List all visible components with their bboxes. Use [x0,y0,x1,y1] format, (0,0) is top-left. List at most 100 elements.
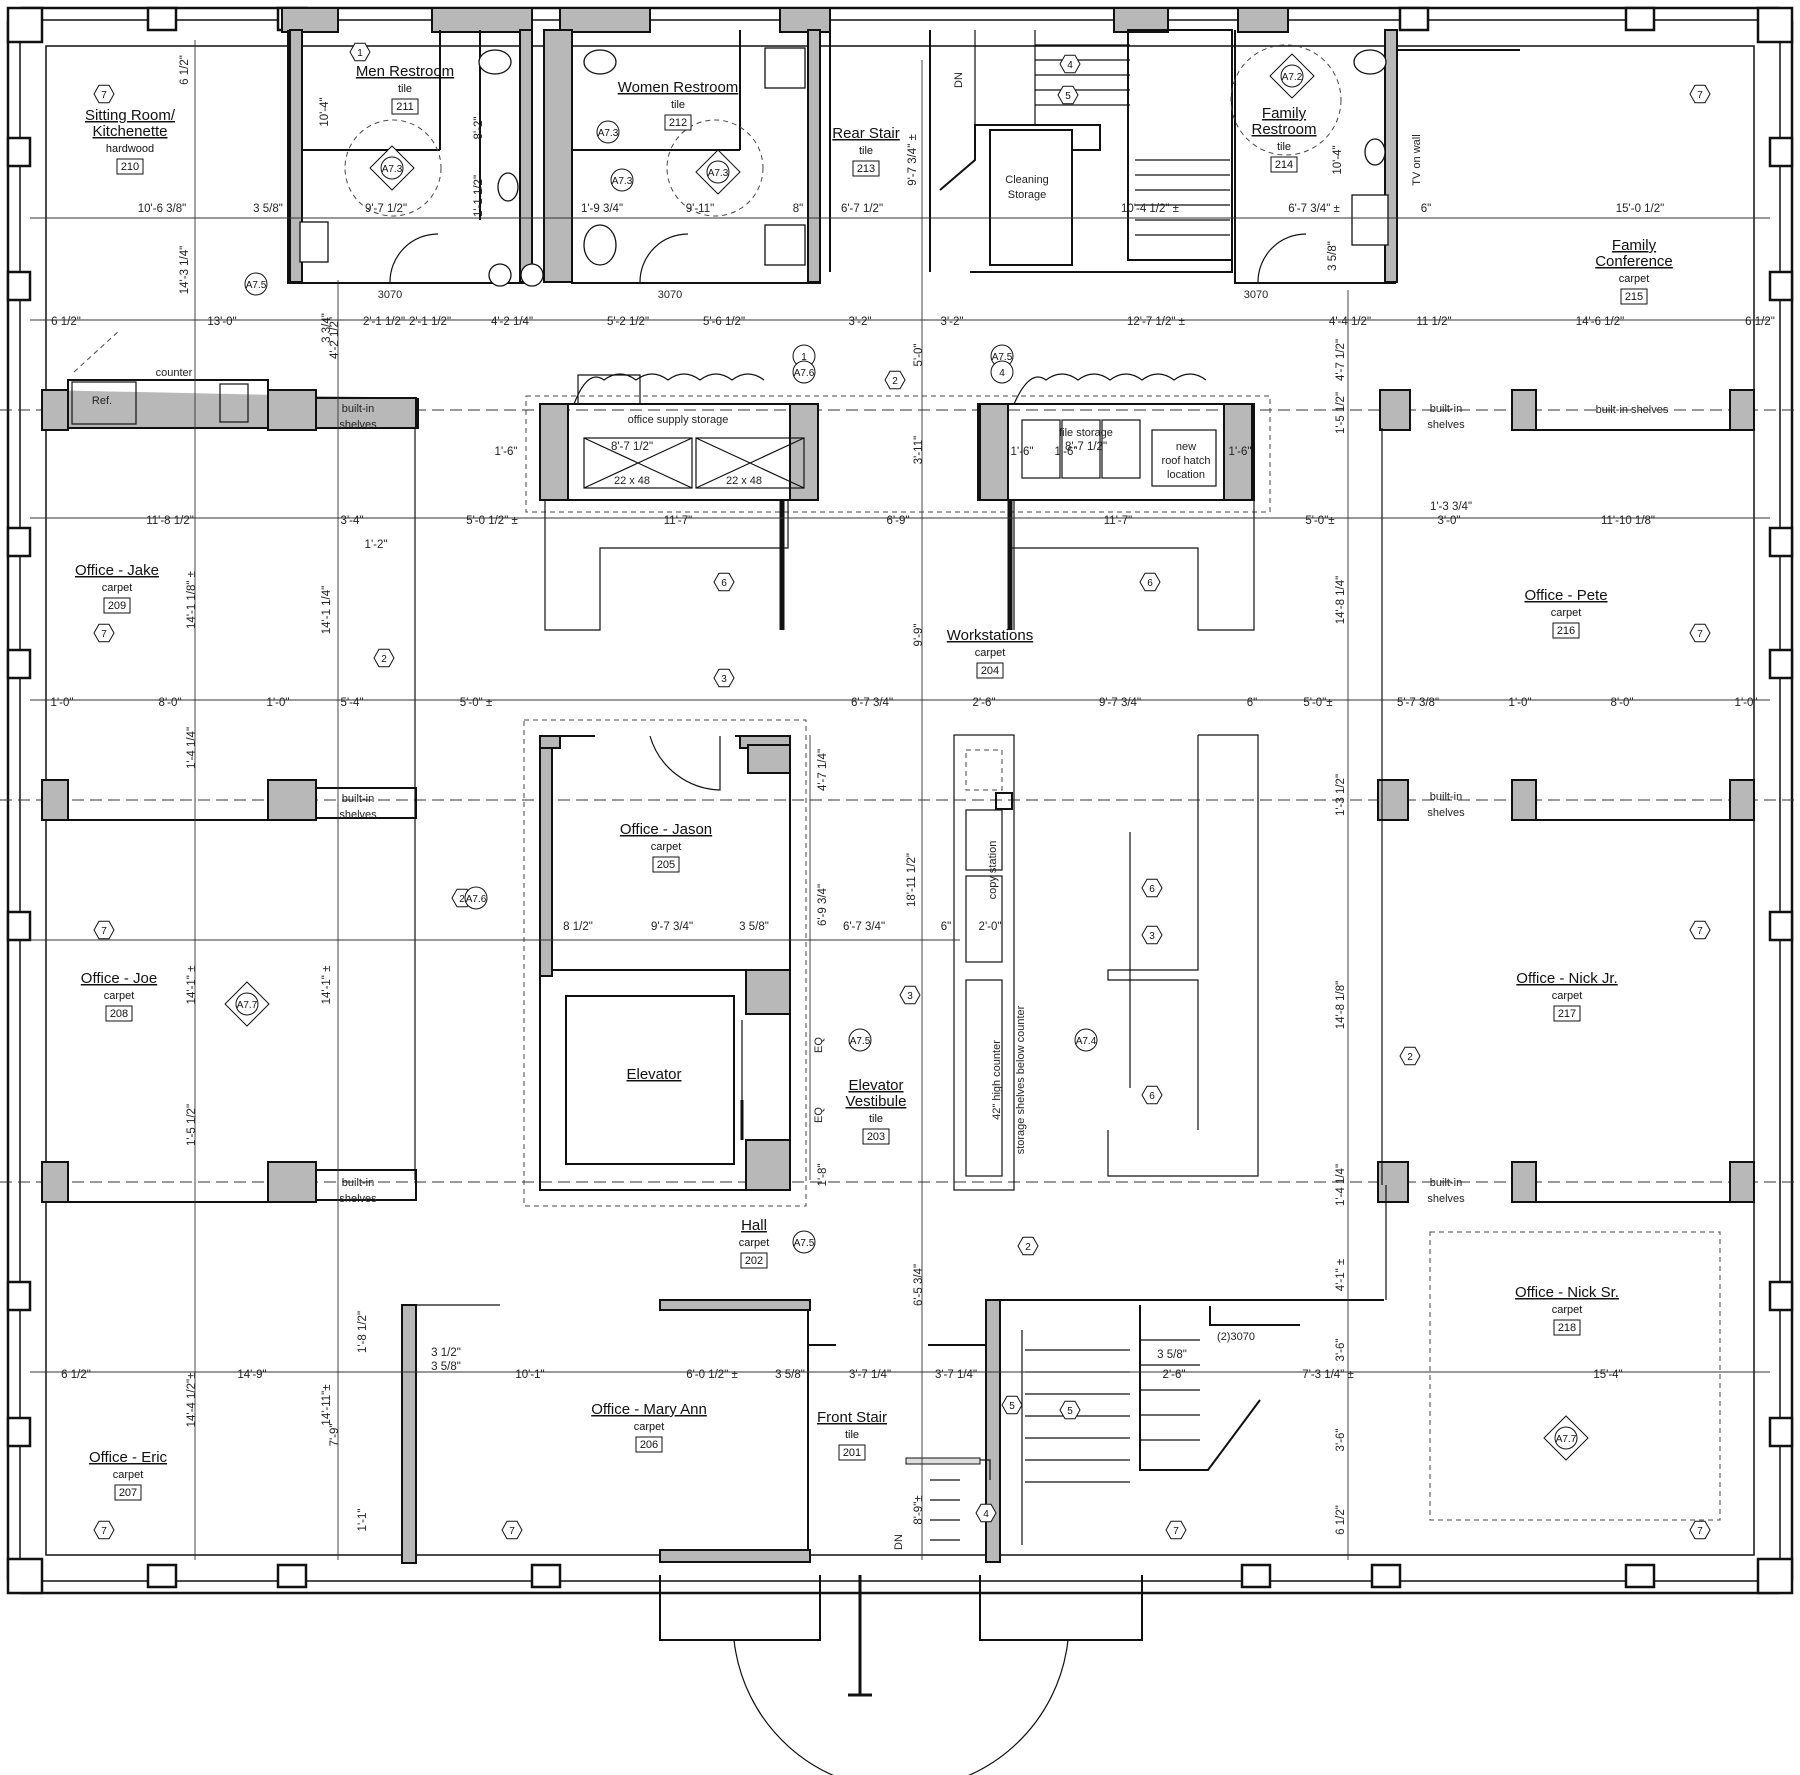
room-name: Sitting Room/ [85,107,176,124]
vdimension-v25: 1'-8" [817,1164,829,1187]
dimension-d39: 5'-0" ± [460,697,492,709]
room-name: Women Restroom [618,79,739,96]
tag-5-1-label: 5 [1067,1406,1073,1417]
dimension-d44: 5'-0"± [1303,697,1332,709]
label-shelves: shelves [1427,1193,1465,1205]
window-tag-7-8-label: 7 [1697,90,1703,101]
room-floor: carpet [1551,607,1582,619]
dimension-d59: 3'-7 1/4" [849,1369,891,1381]
front-entrance [659,1575,1143,1775]
section-a76-b-label: A7.6 [466,894,487,905]
room-name: Front Stair [817,1409,887,1426]
label-eq2: EQ [813,1107,825,1123]
section-a73: A7.3 [596,120,620,144]
vdimension-v16: 1'-4 1/4" [186,727,198,769]
dimension-d23: 11 1/2" [1416,316,1451,328]
vdimension-v8: 3 5/8" [1327,241,1339,271]
room-floor: tile [671,99,685,111]
label-location: location [1167,469,1205,481]
label-dn-bottom: DN [893,1534,905,1550]
dimension-d51: 3 5/8" [739,921,769,933]
label-tv-on-wall: TV on wall [1411,134,1423,185]
dimension-d34: 11'-10 1/8" [1601,515,1655,527]
window-tag-7-3: 7 [501,1520,523,1540]
room-number-box [1620,288,1648,305]
vdimension-v36: 1'-8 1/2" [357,1311,369,1353]
room-name-line2: Kitchenette [92,123,167,140]
dimension-d75: 6 1/2" [61,1369,91,1381]
tag-3-0: 3 [713,668,735,688]
dimension-d8: 10'-4 1/2" ± [1121,203,1179,215]
section-a75-b: A7.5 [244,272,268,296]
label-shelves: shelves [339,419,377,431]
tag-1: 1 [349,42,371,62]
room-name: Elevator [626,1066,681,1083]
window-tag-7-2-label: 7 [101,1526,107,1537]
dimension-d36: 8'-0" [159,697,182,709]
dimension-d58: 3 5/8" [775,1369,805,1381]
tag-2-4-label: 2 [459,894,465,905]
dimension-d63: 2'-6" [1163,1369,1186,1381]
vertical-dimension-text: 6 1/2"14'-3 1/4"10'-4"8'-2"1'-1 1/2"9'-7… [179,55,1347,1535]
dimension-d43: 6" [1247,697,1257,709]
tag-6-3-label: 6 [1149,1091,1155,1102]
window-tag-7-7: 7 [1689,623,1711,643]
jason-elevator-block [523,719,807,1207]
room-floor: tile [859,145,873,157]
dimension-d66: 1'-6" [1055,446,1078,458]
dimension-d56: 10'-1" [515,1369,544,1381]
room-number-box [103,597,131,614]
dimension-d27: 3'-4" [341,515,364,527]
window-tag-7-5-label: 7 [1697,1526,1703,1537]
dimension-d31: 11'-7" [1104,515,1132,527]
label-builtin: built-in [1430,791,1462,803]
dimension-d60: 3'-7 1/4" [935,1369,977,1381]
room-name: Office - Joe [81,970,157,987]
tag-3-0-label: 3 [721,674,727,685]
section-a73-b: A7.3 [610,168,634,192]
section-a73-room-212: A7.3 [695,149,741,195]
dimension-d71: 1'-2" [365,539,388,551]
label-new: new [1176,441,1196,453]
label-door-d: (2)3070 [1217,1331,1255,1343]
room-number: 204 [981,665,999,677]
section-a75-b-label: A7.5 [246,280,267,291]
vdimension-v15: 14'-1 1/4" [321,586,333,634]
room-name: Rear Stair [832,125,900,142]
vdimension-v2: 14'-3 1/4" [179,246,191,294]
dimension-d64: 3 5/8" [1157,1349,1187,1361]
label-cleaning-storage-1: Cleaning [1005,174,1048,186]
vdimension-v13: 9'-9" [913,624,925,647]
room-number-box [116,158,144,175]
dimension-d46: 1'-0" [1509,697,1532,709]
dimension-d54: 2'-0" [979,921,1002,933]
dimension-d67: 1'-6" [1011,446,1034,458]
vdimension-v17: 14'-8 1/4" [1335,576,1347,624]
dimension-d12: 6 1/2" [1745,316,1775,328]
label-size-b: 22 x 48 [726,475,762,487]
window-tag-7-2: 7 [93,1520,115,1540]
dimension-d1: 10'-6 3/8" [138,203,186,215]
dimension-d5: 9'-11" [686,203,714,215]
room-number: 202 [745,1255,763,1267]
room-number-box [852,160,880,177]
label-roof-hatch: roof hatch [1162,455,1211,467]
tag-2-3: 2 [1017,1236,1039,1256]
label-builtin: built-in [1430,1177,1462,1189]
room-name-line2: Vestibule [846,1093,907,1110]
vdimension-v19: 6'-9 3/4" [817,884,829,926]
room-floor: carpet [634,1421,665,1433]
vdimension-v11: 5'-0" [913,344,925,367]
room-floor: tile [398,83,412,95]
tag-2-2: 2 [1399,1046,1421,1066]
dimension-d70: 8'-7 1/2" [1065,441,1107,453]
dimension-d47: 8'-0" [1611,697,1634,709]
dimension-d42: 9'-7 3/4" [1099,697,1141,709]
